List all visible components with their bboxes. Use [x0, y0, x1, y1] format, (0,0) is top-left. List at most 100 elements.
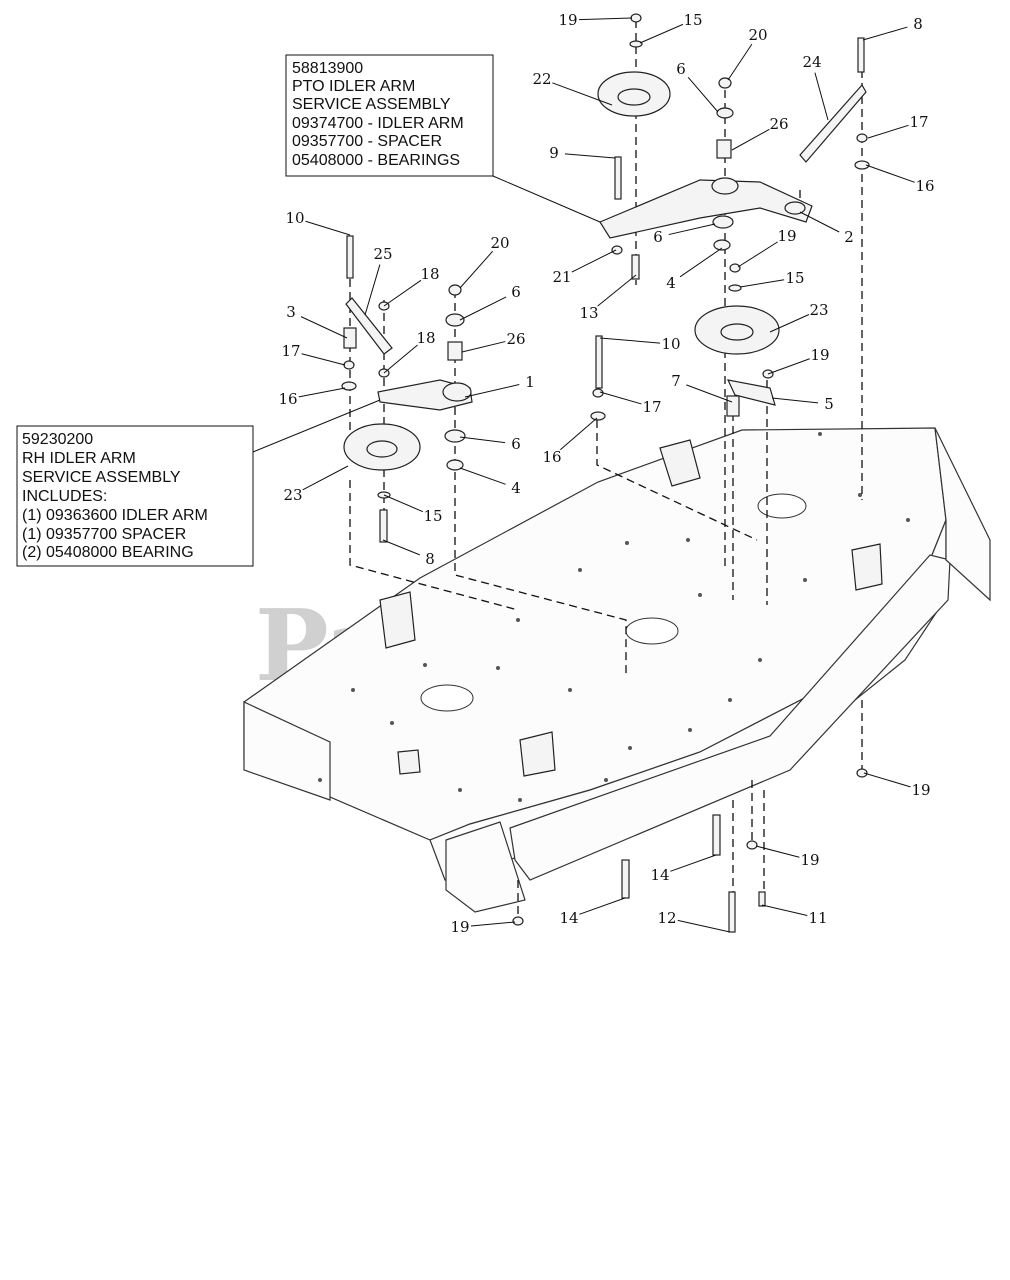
callout-c7: 7: [671, 372, 681, 390]
pto-box-line-3: SERVICE ASSEMBLY: [292, 96, 451, 113]
callout-c2: 2: [844, 228, 854, 246]
bolt-12: [728, 891, 736, 933]
callout-c23b: 23: [283, 486, 302, 504]
leader-line-c17a: [867, 124, 909, 139]
nut-17-right: [592, 388, 604, 398]
pto-idler-assembly: [590, 13, 870, 421]
callout-c4a: 4: [666, 274, 676, 292]
callout-c4b: 4: [511, 479, 521, 497]
leader-line-c6c: [459, 296, 507, 321]
callout-c8a: 8: [913, 15, 923, 33]
deck-left-skirt: [243, 701, 331, 801]
leader-line-c26a: [731, 128, 770, 151]
leader-line-c3: [300, 316, 348, 339]
leader-line-c8b: [382, 539, 420, 556]
callout-c20b: 20: [490, 234, 509, 252]
leader-line-c7: [686, 384, 733, 403]
nut-17-left: [343, 360, 355, 370]
bolt-8-left: [379, 509, 388, 543]
rh-box-line-1: 59230200: [22, 431, 93, 448]
bracket-5: [726, 379, 776, 406]
pto-box-line-2: PTO IDLER ARM: [292, 78, 415, 95]
callout-c6c: 6: [511, 283, 521, 301]
leader-line-c25: [364, 264, 381, 316]
spacer-3: [343, 327, 357, 349]
spindle-hole-left: [420, 684, 474, 712]
callout-c3: 3: [286, 303, 296, 321]
callout-c23a: 23: [809, 301, 828, 319]
deck-bracket-center: [659, 439, 701, 487]
bolt-8-top: [857, 37, 865, 73]
washer-4-left: [446, 459, 464, 471]
callout-c22: 22: [532, 70, 551, 88]
bolt-10-right: [595, 335, 603, 389]
leader-line-c5: [771, 397, 819, 404]
spring-25: [345, 297, 393, 355]
leader-line-c18b: [383, 344, 418, 374]
callout-c17a: 17: [909, 113, 928, 131]
deck-top-plate: [243, 427, 947, 841]
deck-front-bumper: [509, 554, 951, 881]
nut-19-front: [746, 840, 758, 850]
mower-deck: [243, 427, 991, 913]
spacer-26-top: [716, 139, 732, 159]
leader-line-c17b: [301, 353, 346, 366]
leader-line-c19a: [578, 17, 633, 21]
callout-c6d: 6: [511, 435, 521, 453]
callout-c11: 11: [808, 909, 827, 927]
bearing-6-left-top: [445, 313, 465, 327]
leader-line-c23a: [769, 314, 810, 333]
washer-16-left: [341, 381, 357, 391]
leader-line-c17c: [599, 391, 642, 405]
bearing-6-top: [716, 107, 734, 119]
spindle-hole-center: [625, 617, 679, 645]
callout-c19f: 19: [450, 918, 469, 936]
leader-line-c10a: [305, 220, 351, 236]
pin-14-right: [712, 814, 721, 856]
bolt-10-left: [346, 235, 354, 279]
pto-box-leader: [492, 175, 601, 223]
deck-tab-left: [397, 749, 421, 775]
spindle-hole-right: [757, 493, 807, 519]
callout-c19b: 19: [777, 227, 796, 245]
leader-line-c19d: [863, 772, 911, 788]
bolt-9: [614, 156, 622, 200]
pto-box-line-4: 09374700 - IDLER ARM: [292, 115, 464, 132]
washer-15-mid: [728, 284, 742, 292]
leader-line-c14b: [579, 897, 626, 915]
leader-line-c2: [799, 211, 840, 233]
leader-line-c19e: [755, 845, 800, 858]
callout-c16a: 16: [915, 177, 934, 195]
callout-c10b: 10: [661, 335, 680, 353]
leader-line-c6d: [459, 436, 506, 444]
deck-right-skirt: [934, 427, 991, 602]
washer-16-right: [590, 411, 606, 421]
rh-box-line-2: RH IDLER ARM: [22, 450, 136, 467]
rh-box-line-6: (1) 09357700 SPACER: [22, 526, 186, 543]
rh-box-line-5: (1) 09363600 IDLER ARM: [22, 507, 208, 524]
leader-line-c22: [552, 82, 613, 106]
leader-line-c4b: [459, 467, 506, 485]
leader-line-c26b: [461, 341, 506, 353]
nut-19-bracket-left: [512, 916, 524, 926]
callout-c19e: 19: [800, 851, 819, 869]
bolt-13: [631, 254, 640, 280]
bolt-11: [758, 891, 766, 907]
spacer-7: [726, 395, 740, 417]
pin-14-left: [621, 859, 630, 899]
leader-line-c8a: [862, 26, 908, 41]
callout-c10a: 10: [285, 209, 304, 227]
leader-line-c14a: [670, 854, 717, 872]
pulley-23-right-hub: [720, 323, 754, 341]
callout-c13: 13: [579, 304, 598, 322]
washer-15-top: [629, 40, 643, 48]
leader-line-c9: [564, 153, 616, 159]
washer-16-top: [854, 160, 870, 170]
leader-line-c4a: [679, 247, 723, 278]
callout-c16c: 16: [542, 448, 561, 466]
rh-box-leader: [252, 399, 381, 453]
nut-21: [611, 245, 623, 255]
callout-c14a: 14: [650, 866, 669, 884]
leader-line-c23b: [302, 465, 349, 491]
